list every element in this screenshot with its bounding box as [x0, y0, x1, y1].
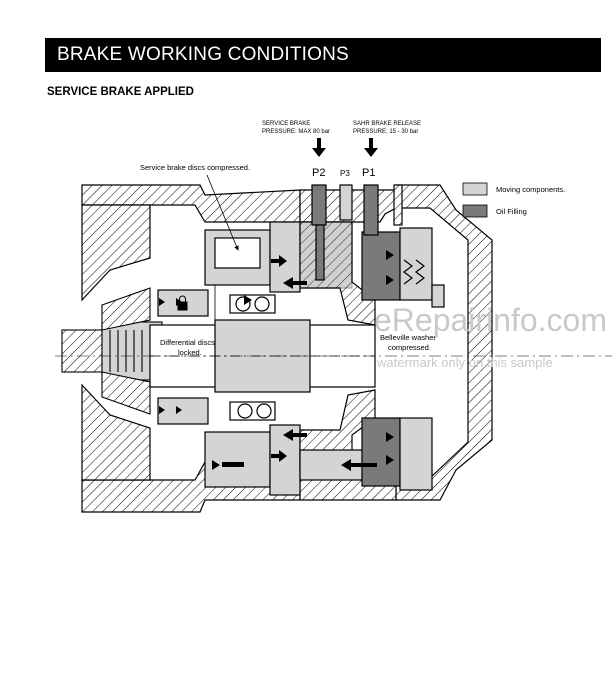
callout-belleville-1: Belleville washer — [380, 333, 436, 342]
legend-label-moving: Moving components. — [496, 185, 565, 194]
port-p3-label: P3 — [340, 169, 350, 178]
lock-icon — [177, 295, 188, 311]
legend-label-oil: Oil Filling — [496, 207, 527, 216]
page-subtitle: SERVICE BRAKE APPLIED — [47, 86, 194, 98]
callout-differential-2: locked. — [178, 348, 202, 357]
callout-differential-1: Differential discs — [160, 338, 215, 347]
port-p2-label: P2 — [312, 167, 325, 179]
service-brake-label-1: SERVICE BRAKE — [262, 121, 310, 127]
service-brake-label-2: PRESSURE: MAX 80 bar — [262, 129, 330, 135]
port-arrows — [312, 138, 378, 157]
watermark-note: watermark only on this sample — [377, 355, 553, 370]
flow-arrows — [159, 250, 394, 471]
callout-discs-compressed: Service brake discs compressed. — [140, 163, 250, 172]
legend-swatch-oil — [462, 204, 488, 218]
upper-brake-pack — [157, 221, 376, 326]
legend-swatch-moving — [462, 182, 488, 196]
sahr-label-1: SAHR BRAKE RELEASE — [353, 121, 421, 127]
port-p1-label: P1 — [362, 167, 375, 179]
oil-passages — [311, 184, 403, 281]
lower-brake-pack — [157, 389, 381, 496]
callout-belleville-2: compressed. — [388, 343, 431, 352]
watermark-site: eRepairinfo.com — [374, 302, 607, 338]
sahr-pack — [361, 227, 445, 491]
page-title: BRAKE WORKING CONDITIONS — [45, 38, 601, 72]
legend: Moving components. Oil Filling — [462, 182, 565, 218]
input-shaft — [61, 287, 163, 415]
sahr-label-2: PRESSURE: 15 - 30 bar — [353, 129, 418, 135]
callout-leaders — [206, 174, 239, 330]
